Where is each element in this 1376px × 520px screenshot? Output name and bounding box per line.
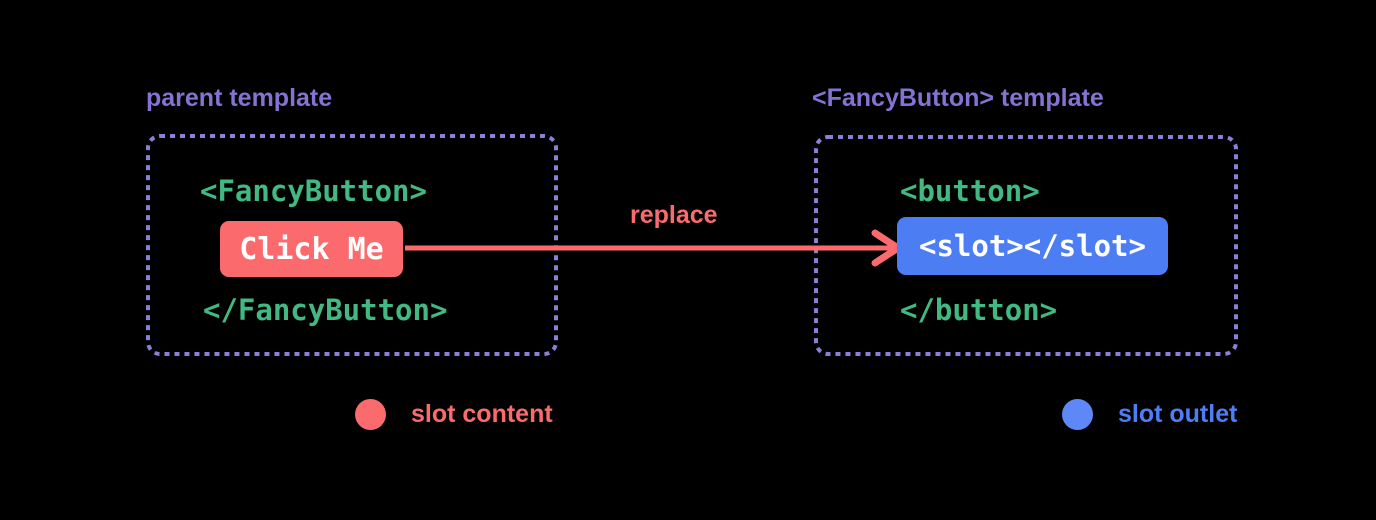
legend-slot-outlet: slot outlet	[1062, 399, 1237, 430]
slot-content-dot-icon	[355, 399, 386, 430]
fancy-code-close-tag: </button>	[900, 293, 1058, 327]
fancybutton-template-box-border	[814, 135, 1238, 356]
fancybutton-template-title: <FancyButton> template	[812, 84, 1104, 112]
legend-slot-content: slot content	[355, 399, 553, 430]
parent-code-open-tag: <FancyButton>	[200, 174, 427, 208]
slot-outlet-dot-icon	[1062, 399, 1093, 430]
replace-arrow-label: replace	[630, 201, 718, 229]
parent-template-title: parent template	[146, 84, 333, 112]
click-me-button: Click Me	[220, 221, 403, 277]
fancy-code-open-tag: <button>	[900, 174, 1040, 208]
legend-slot-outlet-label: slot outlet	[1118, 400, 1238, 428]
parent-template-box-border	[146, 134, 558, 356]
legend-slot-content-label: slot content	[411, 400, 553, 428]
slot-outlet-box: <slot></slot>	[897, 217, 1168, 275]
parent-code-close-tag: </FancyButton>	[203, 293, 448, 327]
